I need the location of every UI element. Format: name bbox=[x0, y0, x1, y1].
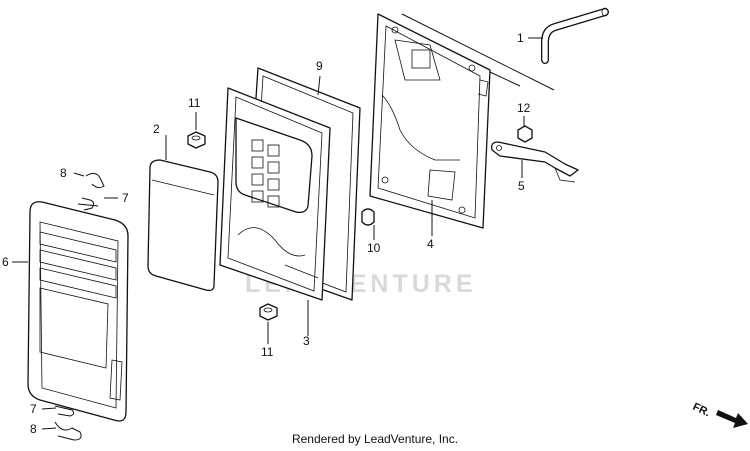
callout-9: 9 bbox=[316, 59, 323, 73]
callout-7-bottom: 7 bbox=[30, 402, 37, 416]
part-7-clip-bottom bbox=[54, 405, 75, 417]
part-8-clip-bottom bbox=[54, 421, 82, 441]
callout-12: 12 bbox=[517, 101, 531, 115]
leader-lines bbox=[12, 13, 555, 430]
caption: Rendered by LeadVenture, Inc. bbox=[291, 432, 459, 446]
callout-4: 4 bbox=[427, 237, 434, 251]
callout-1: 1 bbox=[517, 31, 524, 45]
callout-2: 2 bbox=[153, 122, 160, 136]
part-8-clip-top bbox=[85, 172, 105, 189]
front-direction-arrow: FR. bbox=[691, 401, 748, 428]
callout-5: 5 bbox=[518, 179, 525, 193]
callout-8-bottom: 8 bbox=[30, 422, 37, 436]
part-3-element-holder bbox=[219, 87, 331, 301]
part-6-air-cleaner-cover bbox=[27, 201, 129, 422]
fr-label: FR. bbox=[691, 401, 712, 419]
part-4-air-cleaner-case bbox=[369, 13, 491, 229]
callout-10: 10 bbox=[367, 241, 381, 255]
callout-7-top: 7 bbox=[122, 191, 129, 205]
part-7-clip-top bbox=[77, 197, 99, 211]
part-5-bracket bbox=[490, 141, 579, 183]
part-10-grommet bbox=[361, 208, 375, 226]
callout-3: 3 bbox=[303, 334, 310, 348]
callout-8-top: 8 bbox=[60, 166, 67, 180]
part-1-breather-tube bbox=[541, 7, 609, 64]
part-11-nut-top bbox=[187, 131, 206, 149]
part-11-nut-bottom bbox=[259, 303, 278, 321]
arrow-icon bbox=[716, 410, 748, 428]
part-2-foam-element bbox=[147, 159, 219, 292]
callout-11-bottom: 11 bbox=[261, 345, 274, 359]
callout-6: 6 bbox=[2, 255, 9, 269]
part-12-nut bbox=[517, 125, 533, 143]
callout-11-top: 11 bbox=[188, 96, 201, 110]
